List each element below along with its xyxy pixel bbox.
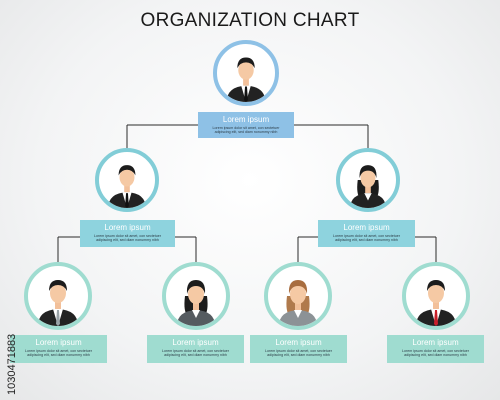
node-box-employee-1: Lorem ipsum Lorem ipsum dolor sit amet, … — [10, 335, 107, 363]
avatar-manager-1 — [95, 148, 159, 212]
node-description: Lorem ipsum dolor sit amet, con sectetue… — [162, 349, 229, 358]
node-description: Lorem ipsum dolor sit amet, con sectetue… — [402, 349, 469, 358]
node-title: Lorem ipsum — [275, 338, 322, 347]
businesswoman-icon — [177, 280, 215, 326]
node-description: Lorem ipsum dolor sit amet, con sectetue… — [25, 349, 92, 358]
avatar-employee-2 — [162, 262, 230, 330]
businessman-icon — [226, 57, 266, 102]
businesswoman-icon — [350, 165, 386, 208]
node-title: Lorem ipsum — [343, 223, 390, 232]
avatar-ceo — [213, 40, 279, 106]
stock-id-watermark: 1030471883 — [6, 333, 18, 395]
businessman-icon — [108, 165, 146, 208]
node-title: Lorem ipsum — [35, 338, 82, 347]
node-title: Lorem ipsum — [104, 223, 151, 232]
node-box-employee-4: Lorem ipsum Lorem ipsum dolor sit amet, … — [387, 335, 484, 363]
node-box-employee-2: Lorem ipsum Lorem ipsum dolor sit amet, … — [147, 335, 244, 363]
node-box-manager-2: Lorem ipsum Lorem ipsum dolor sit amet, … — [318, 220, 415, 247]
node-box-manager-1: Lorem ipsum Lorem ipsum dolor sit amet, … — [80, 220, 175, 247]
node-description: Lorem ipsum dolor sit amet, con sectetue… — [333, 234, 400, 243]
node-description: Lorem ipsum dolor sit amet, con sectetue… — [265, 349, 332, 358]
avatar-employee-4 — [402, 262, 470, 330]
node-title: Lorem ipsum — [222, 115, 270, 124]
businessman-icon — [38, 280, 78, 326]
node-description: Lorem ipsum dolor sit amet, con sectetue… — [94, 234, 161, 243]
businessman-icon — [416, 280, 456, 326]
avatar-employee-3 — [264, 262, 332, 330]
node-description: Lorem ipsum dolor sit amet, con sectetue… — [212, 126, 280, 135]
chart-title: ORGANIZATION CHART — [140, 10, 360, 31]
node-title: Lorem ipsum — [172, 338, 219, 347]
node-title: Lorem ipsum — [412, 338, 459, 347]
avatar-employee-1 — [24, 262, 92, 330]
avatar-manager-2 — [336, 148, 400, 212]
businesswoman-icon — [279, 280, 317, 326]
node-box-employee-3: Lorem ipsum Lorem ipsum dolor sit amet, … — [250, 335, 347, 363]
node-box-ceo: Lorem ipsum Lorem ipsum dolor sit amet, … — [198, 112, 294, 138]
